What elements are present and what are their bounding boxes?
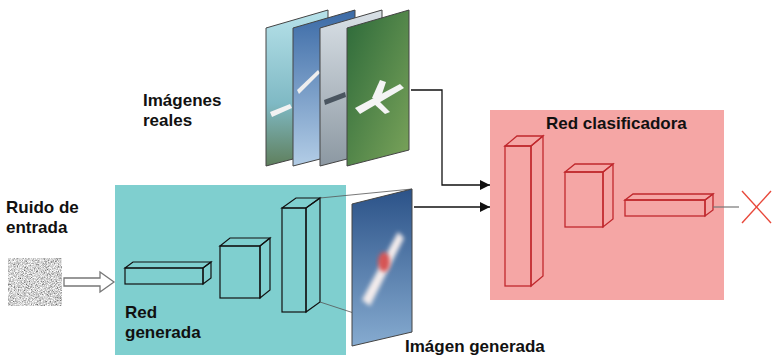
- hollow-arrow: [64, 272, 114, 292]
- noise-image: [8, 258, 62, 306]
- layer-box: [282, 198, 320, 208]
- layer-box: [603, 164, 613, 227]
- real-image-stack: [266, 10, 409, 166]
- arrow-connector: [411, 90, 490, 185]
- arrow-connector: [414, 206, 490, 207]
- layer-box: [125, 262, 211, 268]
- layer-box: [625, 200, 705, 216]
- layer-box: [531, 136, 543, 286]
- generated-image: [352, 189, 412, 346]
- noise-image: [8, 258, 62, 306]
- classifier-layers: [505, 136, 713, 286]
- airplane: [297, 70, 320, 94]
- generator-panel: Red generada: [115, 185, 346, 355]
- layer-box: [282, 208, 306, 312]
- node-label: Imágenes reales: [143, 91, 255, 132]
- image-frame: [347, 10, 409, 166]
- layer-box: [625, 194, 713, 200]
- layer-box: [220, 238, 270, 246]
- cross-stroke: [742, 191, 771, 223]
- layer-box: [705, 194, 713, 216]
- node-label: Imágen generada: [405, 337, 575, 357]
- node-label: Ruido de entrada: [6, 198, 88, 239]
- layer-box: [125, 268, 203, 284]
- blurred-airplane: [362, 232, 404, 306]
- generator-layers: [125, 198, 320, 312]
- airplane: [270, 104, 292, 117]
- layer-box: [220, 246, 260, 298]
- node-label: Red clasificadora: [546, 114, 716, 134]
- airplane-wing: [374, 100, 390, 114]
- layer-box: [565, 164, 613, 172]
- node-label: Red generada: [125, 303, 213, 344]
- layer-box: [306, 198, 320, 312]
- layer-box: [565, 172, 603, 227]
- classifier-panel: Red clasificadora: [490, 110, 724, 300]
- layer-box: [505, 146, 531, 286]
- output-line: [713, 206, 739, 207]
- reject-cross: [742, 191, 771, 223]
- layer-box: [260, 238, 270, 298]
- image-frame: [352, 189, 412, 346]
- blurred-airplane: [378, 252, 390, 272]
- airplane: [324, 92, 346, 105]
- cross-stroke: [742, 191, 771, 223]
- layer-box: [203, 262, 211, 284]
- airplane-wing: [372, 80, 386, 100]
